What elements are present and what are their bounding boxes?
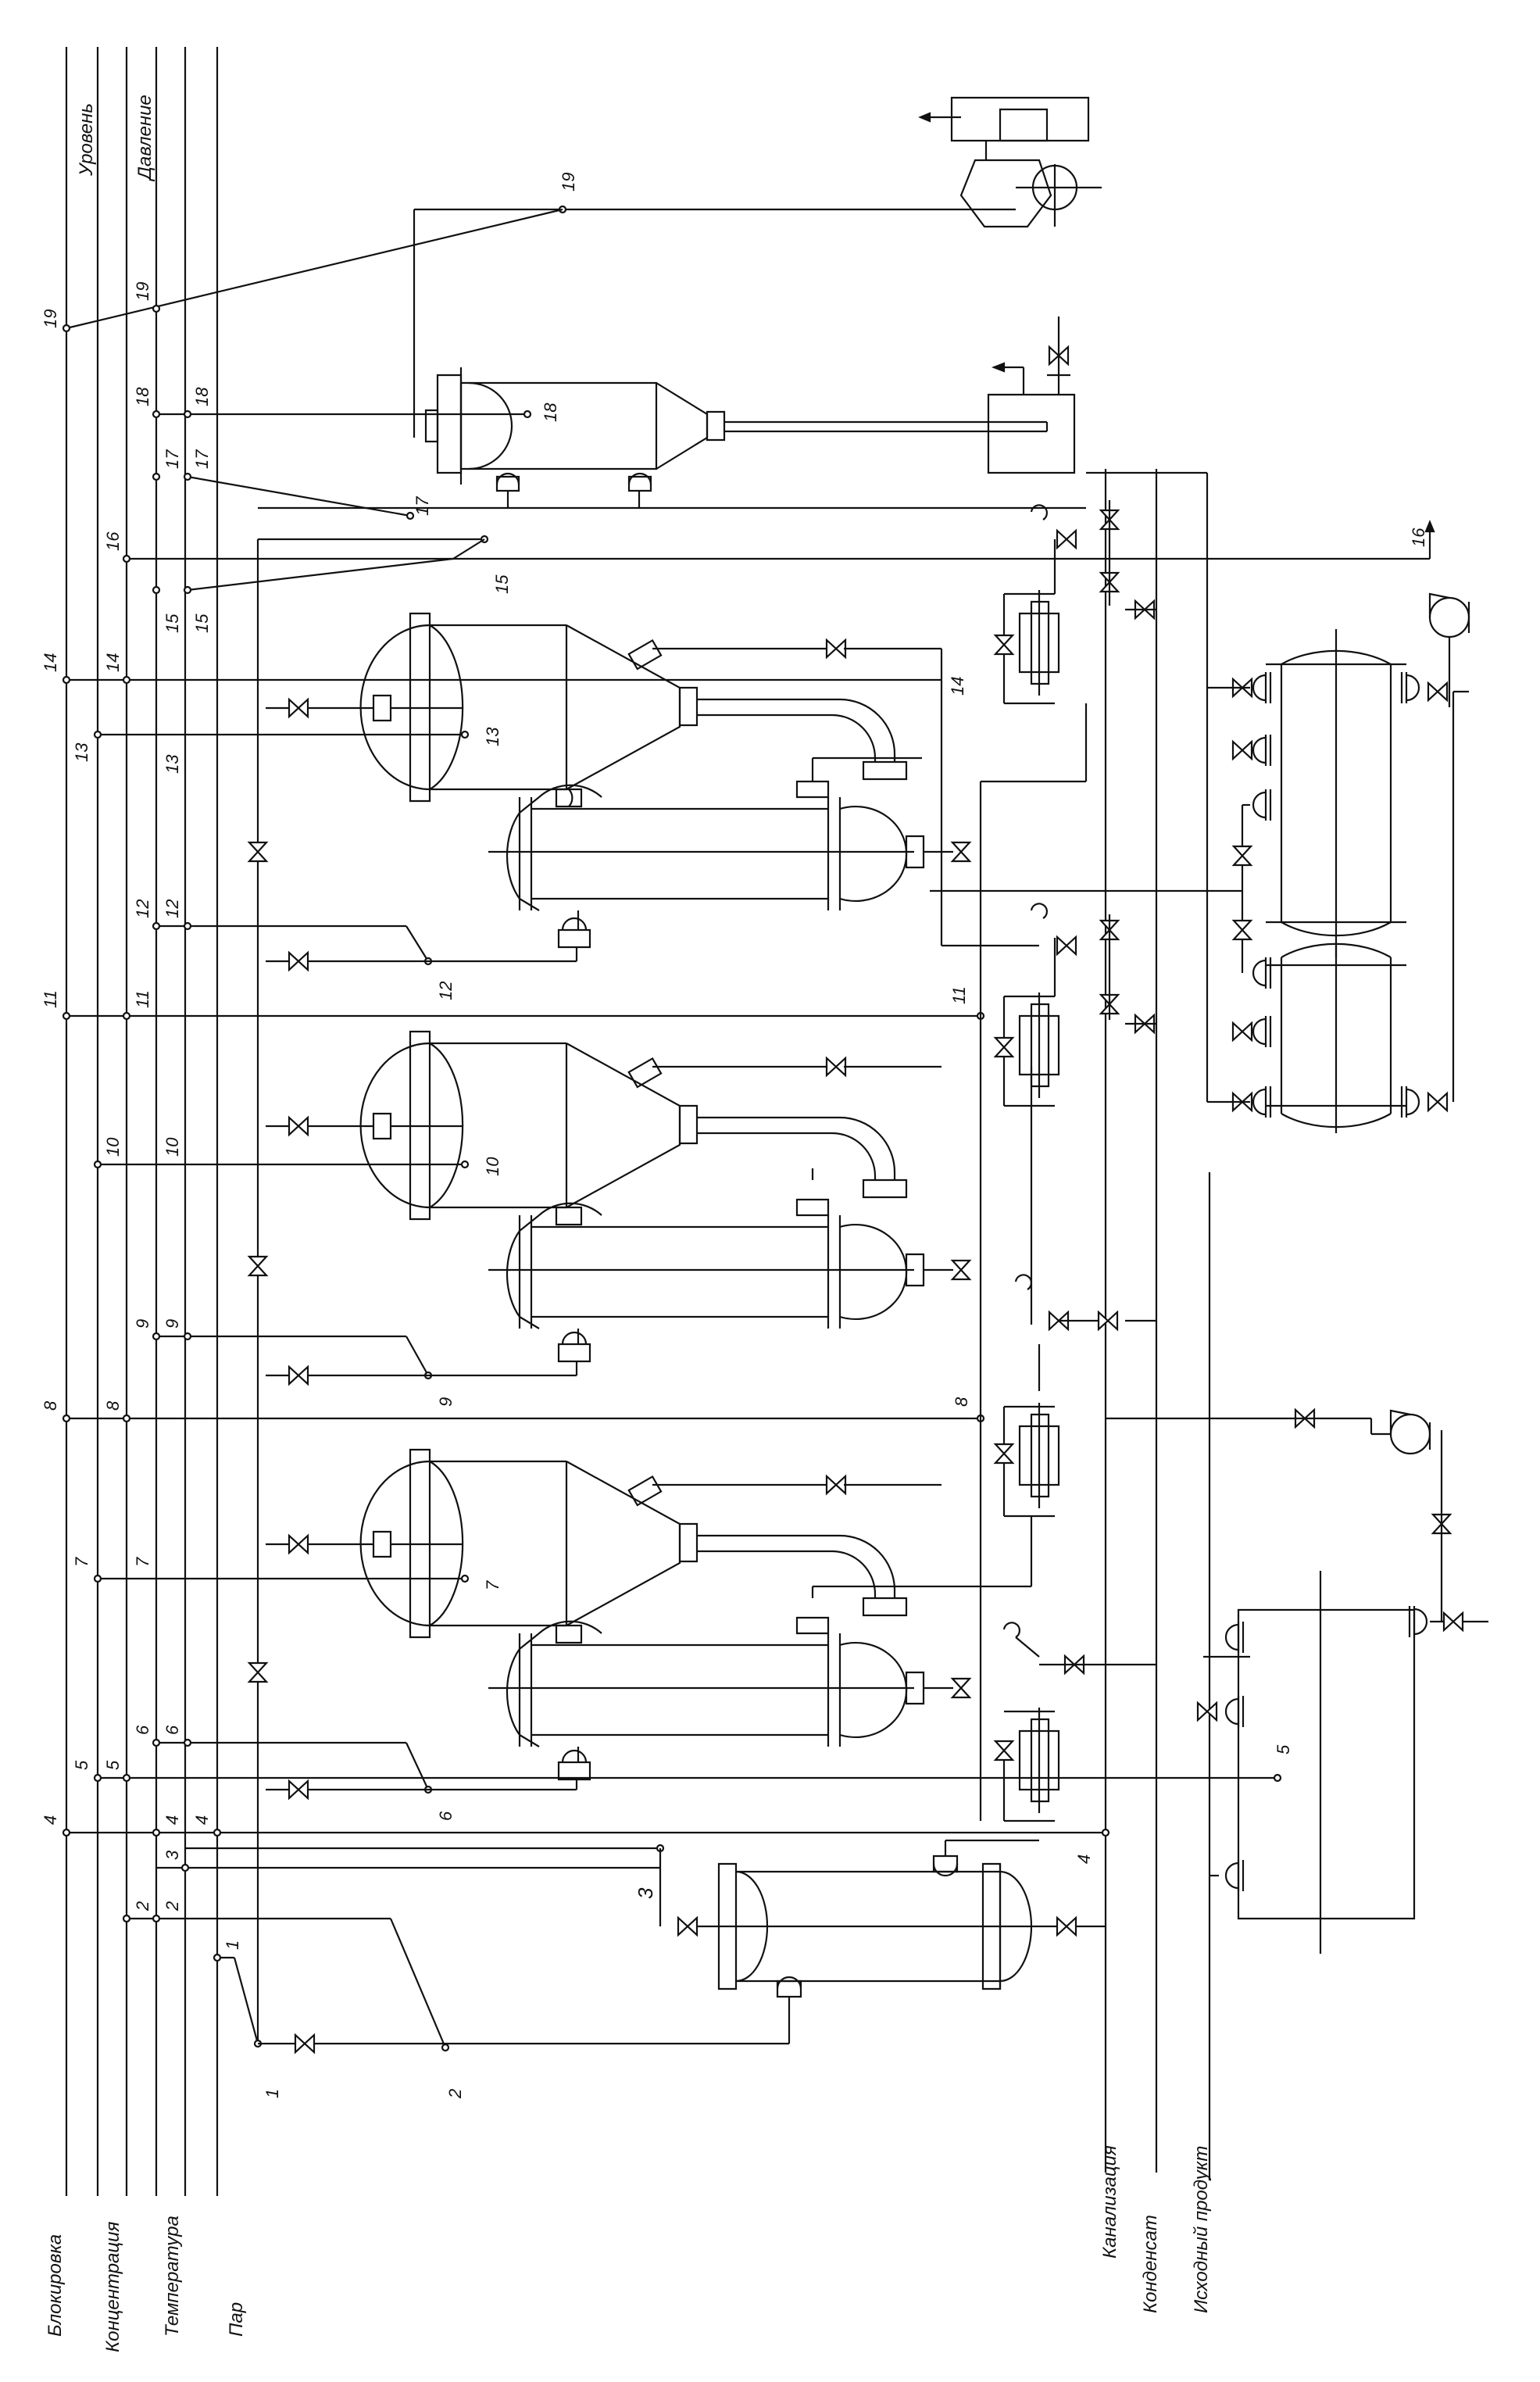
svg-text:3: 3 bbox=[634, 1887, 657, 1899]
svg-text:4: 4 bbox=[192, 1815, 212, 1825]
point-label-19-top: 19 bbox=[559, 173, 578, 191]
svg-text:1: 1 bbox=[223, 1940, 242, 1950]
svg-text:14: 14 bbox=[41, 653, 60, 672]
svg-text:10: 10 bbox=[483, 1157, 502, 1176]
svg-text:17: 17 bbox=[192, 449, 212, 469]
svg-text:4: 4 bbox=[41, 1815, 60, 1825]
svg-text:4: 4 bbox=[163, 1815, 182, 1825]
svg-text:9: 9 bbox=[133, 1319, 152, 1329]
bus-point-labels: 19 19 18 18 17 17 16 15 15 14 14 13 13 1… bbox=[41, 282, 242, 1950]
svg-text:9: 9 bbox=[163, 1319, 182, 1329]
svg-text:13: 13 bbox=[483, 727, 502, 746]
svg-text:6: 6 bbox=[163, 1725, 182, 1735]
svg-text:14: 14 bbox=[948, 677, 967, 696]
svg-text:12: 12 bbox=[163, 900, 182, 918]
label-blokirovka: Блокировка bbox=[45, 2234, 66, 2337]
evaporator-2 bbox=[266, 1032, 971, 1361]
condensate-trap-4 bbox=[994, 500, 1156, 703]
evaporator-1 bbox=[266, 1450, 971, 1779]
product-tank-2 bbox=[1231, 944, 1449, 1133]
svg-text:13: 13 bbox=[72, 742, 91, 762]
svg-text:8: 8 bbox=[41, 1400, 60, 1411]
service-lines bbox=[1106, 469, 1209, 2180]
label-kondensat: Конденсат bbox=[1140, 2215, 1161, 2313]
svg-text:19: 19 bbox=[133, 282, 152, 301]
condensate-trap-2 bbox=[994, 1275, 1156, 1516]
label-kanalizaciya: Канализация bbox=[1099, 2145, 1120, 2259]
signal-line-17 bbox=[188, 477, 410, 516]
svg-text:2: 2 bbox=[133, 1901, 152, 1912]
svg-text:19: 19 bbox=[41, 309, 60, 328]
bus-labels: Блокировка Концентрация Температура Пар … bbox=[45, 95, 1212, 2352]
svg-text:11: 11 bbox=[133, 990, 152, 1008]
svg-text:4: 4 bbox=[1074, 1854, 1094, 1864]
evaporator-3 bbox=[266, 613, 971, 947]
svg-text:17: 17 bbox=[163, 449, 182, 469]
point-label-18-inner: 18 bbox=[541, 402, 560, 422]
svg-text:2: 2 bbox=[445, 2089, 465, 2099]
svg-text:3: 3 bbox=[163, 1850, 182, 1860]
preheater bbox=[660, 1840, 1106, 1997]
feed-tank bbox=[1106, 1408, 1488, 1954]
svg-text:16: 16 bbox=[1409, 528, 1428, 547]
svg-text:10: 10 bbox=[163, 1137, 182, 1157]
svg-text:6: 6 bbox=[133, 1725, 152, 1735]
top-separator bbox=[426, 317, 1074, 485]
svg-text:11: 11 bbox=[41, 990, 60, 1008]
svg-text:2: 2 bbox=[163, 1901, 182, 1912]
svg-text:12: 12 bbox=[436, 982, 456, 1000]
condensate-trap-3 bbox=[994, 903, 1156, 1106]
svg-text:7: 7 bbox=[483, 1580, 502, 1590]
label-iskhodnyi-produkt: Исходный продукт bbox=[1191, 2146, 1212, 2313]
steam-main bbox=[248, 539, 484, 2044]
label-uroven: Уровень bbox=[76, 103, 97, 177]
bus-lines bbox=[66, 47, 217, 2196]
product-tank-1 bbox=[1231, 629, 1449, 957]
svg-text:11: 11 bbox=[949, 986, 969, 1004]
svg-text:8: 8 bbox=[103, 1400, 123, 1411]
svg-text:10: 10 bbox=[103, 1137, 123, 1157]
label-koncentraciya: Концентрация bbox=[102, 2222, 123, 2352]
label-temperatura: Температура bbox=[162, 2216, 183, 2337]
svg-text:14: 14 bbox=[103, 653, 123, 672]
svg-text:7: 7 bbox=[72, 1557, 91, 1567]
svg-text:17: 17 bbox=[413, 496, 432, 516]
label-davlenie: Давление bbox=[134, 95, 155, 182]
condensate-trap-1 bbox=[994, 1622, 1156, 1821]
svg-text:16: 16 bbox=[103, 531, 123, 551]
svg-text:15: 15 bbox=[492, 574, 512, 594]
svg-text:6: 6 bbox=[436, 1811, 456, 1821]
svg-text:13: 13 bbox=[163, 754, 182, 774]
svg-text:5: 5 bbox=[103, 1760, 123, 1770]
svg-text:18: 18 bbox=[133, 387, 152, 406]
svg-text:18: 18 bbox=[192, 387, 212, 406]
svg-text:5: 5 bbox=[72, 1760, 91, 1770]
label-par: Пар bbox=[226, 2302, 247, 2337]
svg-text:7: 7 bbox=[133, 1557, 152, 1567]
svg-text:9: 9 bbox=[436, 1397, 456, 1407]
svg-text:15: 15 bbox=[192, 613, 212, 633]
svg-text:5: 5 bbox=[1274, 1744, 1293, 1754]
signal-line-19 bbox=[66, 209, 563, 328]
svg-text:12: 12 bbox=[133, 900, 152, 918]
svg-text:1: 1 bbox=[263, 2089, 282, 2098]
vacuum-pump-unit bbox=[920, 98, 1102, 227]
svg-text:8: 8 bbox=[952, 1397, 971, 1407]
svg-text:15: 15 bbox=[163, 613, 182, 633]
